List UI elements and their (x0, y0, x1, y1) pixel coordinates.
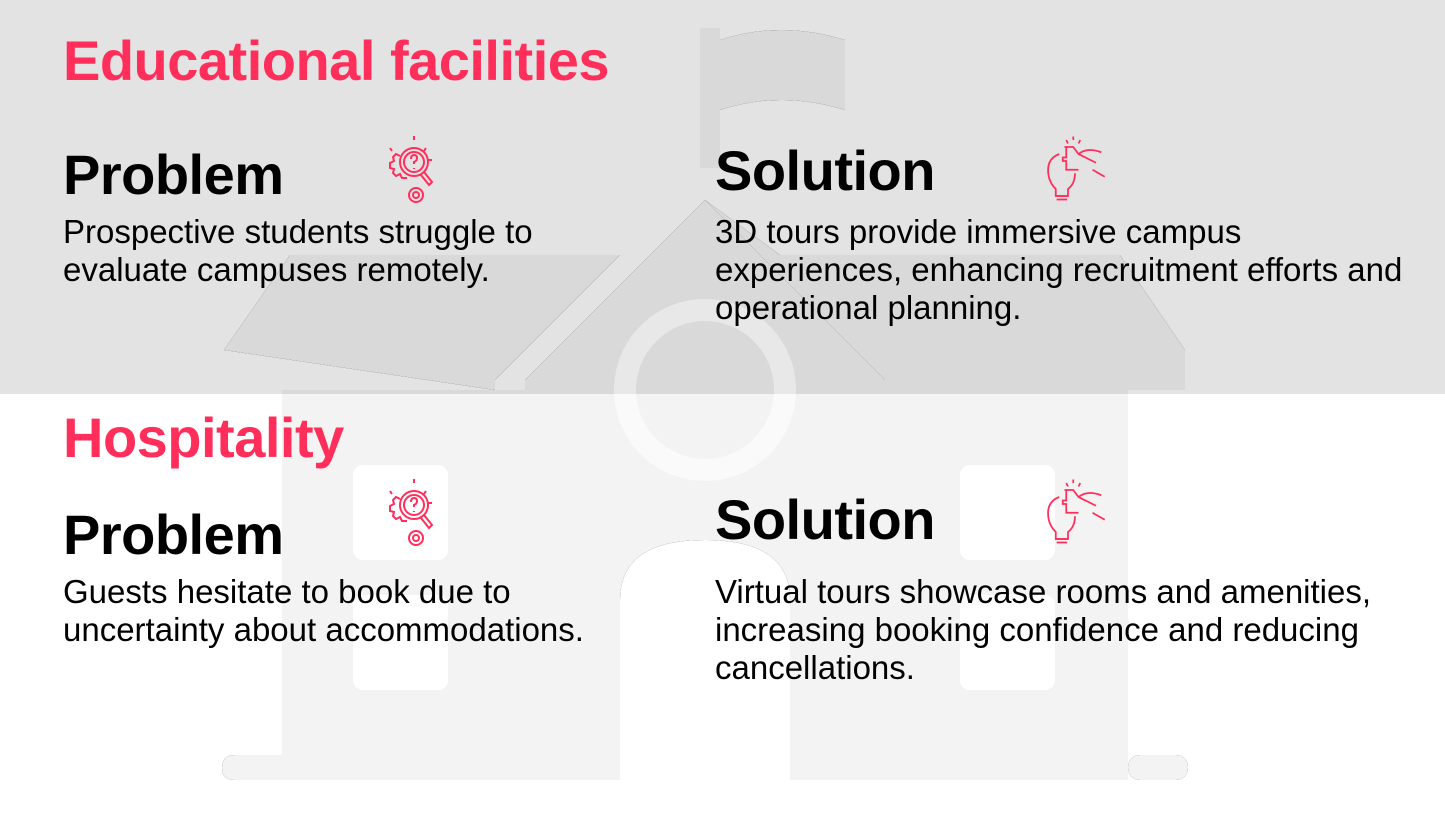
gear-magnifier-question-icon (389, 479, 434, 546)
solution-text: Virtual tours showcase rooms and ameniti… (715, 573, 1372, 686)
section-title-educational: Educational facilities (63, 29, 610, 92)
problem-heading: Problem (63, 143, 284, 206)
problem-heading: Problem (63, 503, 284, 566)
solution-heading: Solution (715, 488, 935, 551)
solution-text: 3D tours provide immersive campus experi… (715, 213, 1403, 326)
lightbulb-puzzle-icon (1047, 136, 1106, 201)
problem-text: Guests hesitate to book due to uncertain… (63, 573, 584, 648)
gear-magnifier-question-icon (389, 136, 434, 203)
lightbulb-puzzle-icon (1047, 479, 1106, 544)
section-title-hospitality: Hospitality (63, 406, 344, 469)
problem-text: Prospective students struggle to evaluat… (63, 213, 533, 288)
solution-heading: Solution (715, 139, 935, 202)
